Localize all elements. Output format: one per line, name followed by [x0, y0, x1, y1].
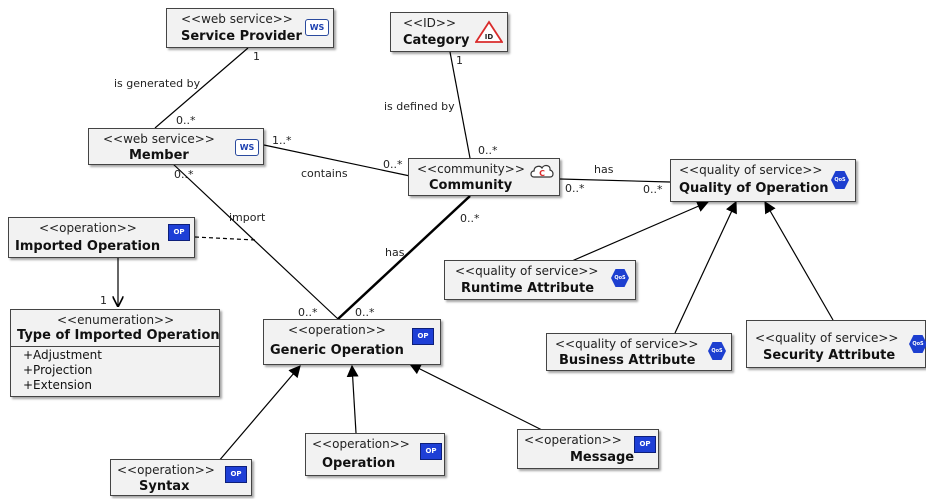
class-operation[interactable]: <<operation>> Operation OP — [305, 433, 445, 476]
assoc-has-ops-line — [337, 195, 471, 320]
class-syntax[interactable]: <<operation>> Syntax OP — [110, 459, 252, 496]
qos-hexagon-icon: QoS — [708, 342, 726, 360]
runtime-generalization — [564, 200, 710, 265]
class-category[interactable]: <<ID>> Category ID — [390, 12, 508, 52]
class-name: Community — [429, 178, 513, 193]
web-service-icon: WS — [235, 139, 259, 156]
operation-icon: OP — [412, 328, 434, 345]
stereotype-label: <<web service>> — [181, 12, 293, 26]
qos-hexagon-icon: QoS — [831, 171, 849, 189]
multiplicity-label: 0..* — [355, 306, 375, 319]
multiplicity-label: 1 — [456, 54, 463, 67]
multiplicity-label: 0..* — [460, 212, 480, 225]
business-generalization — [674, 200, 737, 334]
syntax-generalization — [217, 365, 301, 463]
class-business-attribute[interactable]: <<quality of service>> Business Attribut… — [546, 333, 732, 371]
enum-literal: +Projection — [23, 363, 93, 377]
stereotype-label: <<quality of service>> — [679, 163, 823, 177]
stereotype-label: <<quality of service>> — [555, 337, 699, 351]
multiplicity-label: 0..* — [383, 158, 403, 171]
multiplicity-label: 0..* — [643, 183, 663, 196]
qos-hexagon-icon: QoS — [909, 335, 926, 353]
assoc-has-ops-label: has — [385, 246, 405, 259]
stereotype-label: <<operation>> — [524, 433, 622, 447]
operation-generalization — [346, 364, 359, 434]
id-triangle-icon: ID — [475, 20, 503, 43]
stereotype-label: <<operation>> — [288, 323, 386, 337]
community-badge-text: C — [539, 169, 545, 178]
operation-icon: OP — [420, 443, 442, 460]
multiplicity-label: 0..* — [298, 306, 318, 319]
class-name: Syntax — [139, 479, 190, 494]
stereotype-label: <<quality of service>> — [755, 331, 899, 345]
class-name: Runtime Attribute — [461, 281, 595, 296]
assoc-import-line — [171, 162, 339, 320]
stereotype-label: <<quality of service>> — [455, 264, 599, 278]
class-member[interactable]: <<web service>> Member WS — [88, 128, 264, 165]
stereotype-label: <<community>> — [417, 162, 525, 176]
class-name: Member — [129, 148, 189, 163]
assoc-defined-by-line — [449, 51, 471, 159]
web-service-icon: WS — [305, 19, 329, 36]
id-badge-text: ID — [485, 33, 494, 41]
assoc-defined-by-label: is defined by — [384, 100, 455, 113]
operation-icon: OP — [168, 224, 190, 241]
stereotype-label: <<operation>> — [117, 463, 215, 477]
class-community[interactable]: <<community>> Community C — [408, 158, 560, 196]
assoc-import-label: import — [229, 211, 266, 224]
class-name: Imported Operation — [15, 239, 161, 254]
assoc-has-qos-line — [559, 178, 671, 183]
assoc-has-qos-label: has — [594, 163, 614, 176]
class-name: Type of Imported Operation — [17, 328, 220, 343]
enum-separator — [11, 346, 219, 347]
multiplicity-label: 1..* — [272, 134, 292, 147]
multiplicity-label: 0..* — [478, 144, 498, 157]
class-name: Service Provider — [181, 29, 302, 44]
stereotype-label: <<enumeration>> — [57, 313, 175, 327]
stereotype-label: <<web service>> — [103, 132, 215, 146]
class-type-of-imported-operation[interactable]: <<enumeration>> Type of Imported Operati… — [10, 309, 220, 397]
class-security-attribute[interactable]: <<quality of service>> Security Attribut… — [746, 320, 926, 368]
message-generalization — [408, 363, 547, 433]
assoc-contains-label: contains — [301, 167, 348, 180]
multiplicity-label: 0..* — [565, 182, 585, 195]
class-imported-operation[interactable]: <<operation>> Imported Operation OP — [8, 217, 195, 258]
stereotype-label: <<operation>> — [312, 437, 410, 451]
class-quality-of-operation[interactable]: <<quality of service>> Quality of Operat… — [670, 159, 856, 202]
security-generalization — [764, 200, 834, 321]
assoc-generated-by-label: is generated by — [114, 77, 201, 90]
enum-literal: +Adjustment — [23, 348, 102, 362]
stereotype-label: <<operation>> — [39, 221, 137, 235]
multiplicity-label: 0..* — [174, 168, 194, 181]
operation-icon: OP — [634, 436, 656, 453]
class-name: Operation — [322, 456, 396, 471]
class-message[interactable]: <<operation>> Message OP — [517, 429, 659, 469]
multiplicity-label: 1 — [253, 50, 260, 63]
class-service-provider[interactable]: <<web service>> Service Provider WS — [166, 8, 334, 48]
enum-literal: +Extension — [23, 378, 92, 392]
class-name: Generic Operation — [270, 343, 404, 358]
imported-op-dashed-line — [194, 236, 256, 241]
multiplicity-label: 0..* — [176, 114, 196, 127]
stereotype-label: <<ID>> — [403, 16, 456, 30]
class-runtime-attribute[interactable]: <<quality of service>> Runtime Attribute… — [444, 260, 636, 300]
qos-hexagon-icon: QoS — [611, 269, 629, 287]
community-cloud-icon: C — [530, 164, 554, 178]
class-name: Business Attribute — [559, 353, 696, 368]
assoc-contains-line — [263, 144, 411, 177]
class-name: Quality of Operation — [679, 181, 829, 196]
multiplicity-label: 1 — [100, 294, 107, 307]
class-name: Message — [570, 450, 635, 465]
class-generic-operation[interactable]: <<operation>> Generic Operation OP — [263, 319, 441, 365]
operation-icon: OP — [225, 466, 247, 483]
class-name: Security Attribute — [763, 348, 896, 363]
assoc-generated-by-line — [154, 47, 249, 129]
class-name: Category — [403, 33, 470, 48]
